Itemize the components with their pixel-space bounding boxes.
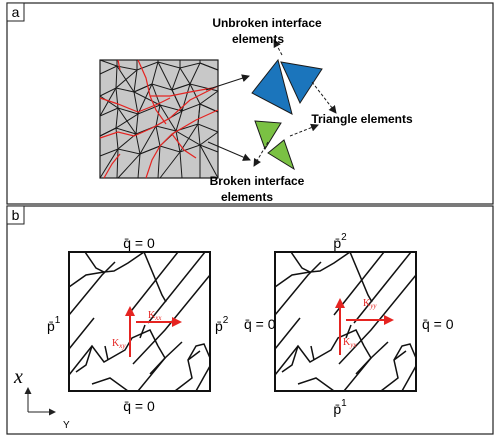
right-top-bc: p̄2 bbox=[333, 232, 347, 251]
axis-y-label: Y bbox=[63, 420, 70, 431]
dashed-arrow-triangle-green bbox=[289, 123, 319, 137]
dashed-arrow-unbroken bbox=[273, 39, 283, 56]
panel-b: b bbox=[6, 205, 494, 435]
left-bottom-bc: q̄ = 0 bbox=[123, 398, 155, 414]
right-network bbox=[274, 251, 417, 392]
panel-b-label: b bbox=[12, 207, 20, 223]
arrow-to-unbroken bbox=[205, 74, 250, 91]
right-left-bc: q̄ = 0 bbox=[244, 316, 276, 332]
triangle-label: Triangle elements bbox=[311, 112, 413, 126]
broken-label-line2: elements bbox=[221, 190, 273, 204]
dashed-arrow-triangle-blue bbox=[311, 81, 337, 114]
mesh-lines bbox=[99, 59, 219, 179]
kxy-label: Kxy bbox=[112, 338, 126, 350]
arrow-to-broken bbox=[207, 141, 251, 161]
left-right-bc: p̄2 bbox=[215, 315, 229, 334]
left-network-fractures bbox=[68, 251, 211, 392]
green-triangles bbox=[254, 120, 295, 171]
panel-a-frame bbox=[6, 2, 494, 205]
unbroken-label-line1: Unbroken interface bbox=[212, 16, 322, 30]
panel-a-label: a bbox=[12, 4, 20, 20]
unbroken-label-line2: elements bbox=[232, 32, 284, 46]
right-right-bc: q̄ = 0 bbox=[422, 316, 454, 332]
axis-indicator: x Y bbox=[13, 366, 70, 431]
mesh-square bbox=[99, 59, 219, 179]
kxx-label: Kxx bbox=[148, 310, 162, 322]
panel-a-label-box bbox=[6, 2, 25, 22]
kyx-label: Kyx bbox=[343, 337, 357, 349]
right-bottom-bc: p̄1 bbox=[333, 398, 347, 417]
blue-triangles bbox=[251, 58, 323, 115]
left-left-bc: p̄1 bbox=[47, 315, 61, 334]
left-top-bc: q̄ = 0 bbox=[123, 235, 155, 251]
panel-b-label-box bbox=[6, 205, 25, 225]
axis-x-label: x bbox=[13, 366, 23, 388]
mesh-fractures bbox=[99, 59, 219, 179]
kyy-label: Kyy bbox=[363, 298, 377, 310]
broken-label-line1: Broken interface bbox=[210, 174, 305, 188]
panel-b-frame bbox=[6, 205, 494, 435]
panel-a: a bbox=[6, 2, 494, 205]
left-k-arrows bbox=[125, 306, 182, 357]
right-k-arrows bbox=[335, 298, 394, 355]
